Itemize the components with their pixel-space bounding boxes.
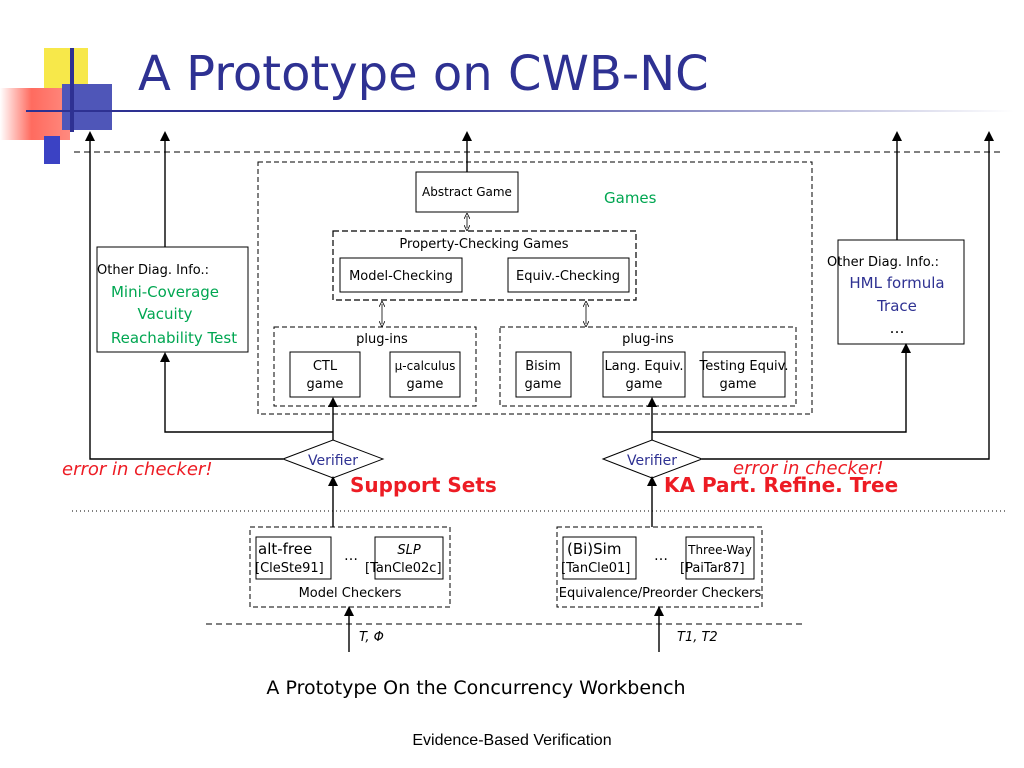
- slide-title: A Prototype on CWB-NC: [138, 46, 709, 102]
- bisim-checker-box: [562, 536, 637, 580]
- ctl-game-line2: game: [307, 377, 344, 392]
- diagram-caption: A Prototype On the Concurrency Workbench: [266, 677, 685, 699]
- lang-equiv-game-line1: Lang. Equiv.: [604, 359, 683, 374]
- ctl-game-box: [289, 351, 361, 398]
- model-checkers-caption: Model Checkers: [299, 586, 402, 601]
- equiv-checkers-caption: Equivalence/Preorder Checkers: [559, 586, 762, 601]
- right-diag-heading: Other Diag. Info.:: [827, 255, 939, 270]
- decor-red-bar: [0, 88, 70, 140]
- decor-vertical-line: [70, 48, 74, 132]
- verifier-right-label: Verifier: [627, 453, 677, 469]
- property-checking-container: [332, 230, 637, 301]
- testing-equiv-game-line1: Testing Equiv.: [699, 359, 789, 374]
- three-way-box: [685, 536, 755, 580]
- alt-free-box: [255, 536, 332, 580]
- alt-free-name: alt-free: [258, 540, 312, 558]
- three-way-name: Three-Way: [687, 543, 752, 557]
- three-way-cite: [PaiTar87]: [680, 561, 745, 576]
- ctl-game-line1: CTL: [313, 359, 338, 374]
- right-plugins-label: plug-ins: [622, 332, 674, 347]
- bisim-game-line2: game: [525, 377, 562, 392]
- right-diag-info-box: [837, 239, 965, 345]
- arrow-verifier-left-error: [85, 131, 283, 460]
- equiv-checkers-ellipsis: …: [654, 548, 668, 564]
- left-diag-line3: Reachability Test: [111, 329, 237, 347]
- slp-box: [374, 536, 444, 580]
- error-left-label: error in checker!: [62, 459, 213, 480]
- left-plugins-container: [273, 326, 477, 407]
- model-checking-label: Model-Checking: [349, 269, 453, 284]
- model-checking-box: [339, 257, 463, 293]
- arrow-verifier-right-error: [702, 131, 994, 460]
- right-diag-line3: …: [890, 319, 905, 337]
- error-right-label: error in checker!: [733, 458, 884, 479]
- verifier-left-label: Verifier: [308, 453, 358, 469]
- bisim-game-box: [515, 351, 572, 398]
- left-diag-info-box: [96, 246, 249, 353]
- lang-equiv-game-box: [602, 351, 686, 398]
- property-checking-label: Property-Checking Games: [399, 237, 568, 252]
- bisim-checker-name: (Bi)Sim: [567, 540, 621, 558]
- arrow-verifier-right-to-diag: [652, 343, 911, 433]
- verifier-left-diamond: [281, 439, 385, 479]
- ka-tree-label: KA Part. Refine. Tree: [664, 473, 898, 497]
- model-checkers-ellipsis: …: [344, 548, 358, 564]
- right-diag-line2: Trace: [876, 297, 917, 315]
- left-diag-line1: Mini-Coverage: [111, 283, 219, 301]
- mu-calculus-game-line2: game: [407, 377, 444, 392]
- mu-calculus-game-box: [389, 351, 461, 398]
- equiv-checking-label: Equiv.-Checking: [516, 269, 620, 284]
- arrow-verifier-left-to-diag: [160, 352, 333, 433]
- decor-horizontal-line: [26, 110, 1014, 112]
- left-plugins-label: plug-ins: [356, 332, 408, 347]
- bisim-checker-cite: [TanCle01]: [561, 561, 630, 576]
- slide-footer: Evidence-Based Verification: [412, 732, 612, 749]
- alt-free-cite: [CleSte91]: [255, 561, 324, 576]
- games-container: [257, 161, 813, 415]
- decor-blue-small-square: [44, 136, 60, 164]
- mu-calculus-game-line1: μ-calculus: [395, 359, 456, 373]
- input-left-label: T, Φ: [359, 630, 384, 645]
- support-sets-label: Support Sets: [350, 473, 497, 497]
- bisim-game-line1: Bisim: [525, 359, 561, 374]
- testing-equiv-game-box: [702, 351, 786, 398]
- slp-cite: [TanCle02c]: [365, 561, 442, 576]
- slp-name: SLP: [397, 543, 420, 558]
- equiv-checking-box: [507, 257, 630, 293]
- left-diag-heading: Other Diag. Info.:: [97, 263, 209, 278]
- testing-equiv-game-line2: game: [720, 377, 757, 392]
- lang-equiv-game-line2: game: [626, 377, 663, 392]
- input-right-label: T1, T2: [677, 630, 718, 645]
- abstract-game-label: Abstract Game: [422, 185, 512, 199]
- games-label: Games: [604, 189, 657, 207]
- left-diag-line2: Vacuity: [138, 305, 193, 323]
- right-diag-line1: HML formula: [849, 274, 944, 292]
